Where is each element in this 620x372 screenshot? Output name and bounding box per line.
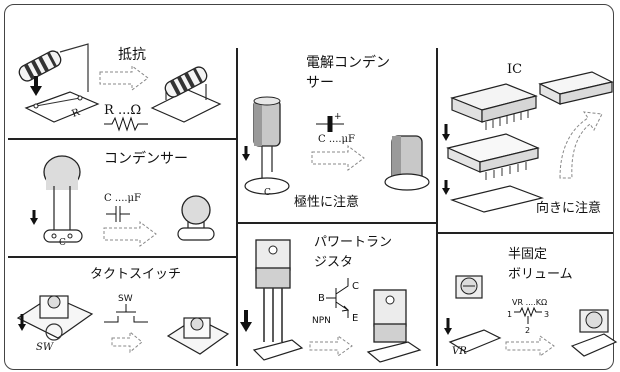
- ic-note: 向きに注意: [536, 201, 602, 216]
- electrolytic-pin-mark: C: [264, 188, 271, 198]
- transistor-type: NPN: [312, 316, 331, 326]
- ic-title: IC: [507, 62, 523, 77]
- transistor-illustration: [240, 239, 422, 363]
- electrolytic-note: 極性に注意: [294, 195, 360, 210]
- resistor-illustration: [18, 43, 222, 132]
- trimmer-title-line2: ボリューム: [508, 267, 573, 282]
- trimmer-pin3: 3: [544, 310, 550, 319]
- tact-switch-pin-mark: SW: [36, 342, 54, 353]
- trimmer-pin2: 2: [525, 326, 531, 335]
- transistor-pin-e: E: [352, 313, 359, 324]
- tact-switch-illustration: [16, 295, 230, 355]
- resistor-symbol-unit: ...Ω: [118, 103, 142, 118]
- trimmer-illustration: [444, 275, 618, 357]
- transistor-title-line2: ジスタ: [314, 255, 354, 270]
- electrolytic-title-line2: サー: [306, 75, 334, 91]
- tact-switch-symbol-text: SW: [118, 294, 133, 304]
- capacitor-illustration: [30, 155, 215, 247]
- divider-right: [436, 48, 438, 366]
- transistor-pin-c: C: [352, 281, 359, 292]
- transistor-pin-b: B: [318, 293, 325, 304]
- ic-illustration: [442, 71, 614, 213]
- electrolytic-plus-mark: +: [334, 112, 342, 122]
- divider-resistor-capacitor: [8, 138, 237, 140]
- trimmer-title-line1: 半固定: [508, 247, 548, 262]
- tact-switch-title: タクトスイッチ: [90, 267, 182, 282]
- electrolytic-title-line1: 電解コンデン: [306, 55, 390, 71]
- divider-electrolytic-transistor: [237, 222, 437, 224]
- capacitor-symbol-text: C ....μF: [104, 193, 141, 204]
- trimmer-pin-mark: VR: [452, 346, 467, 357]
- trimmer-pin1: 1: [507, 310, 513, 319]
- electrolytic-symbol-text: C ....μF: [318, 134, 355, 145]
- divider-left: [236, 48, 238, 366]
- divider-capacitor-switch: [8, 256, 237, 258]
- resistor-symbol-letter: R: [104, 103, 114, 118]
- capacitor-pin-mark: C: [59, 238, 66, 248]
- capacitor-title: コンデンサー: [104, 151, 188, 167]
- resistor-title: 抵抗: [118, 47, 146, 63]
- electrolytic-illustration: [242, 96, 430, 195]
- transistor-title-line1: パワートラン: [314, 235, 393, 250]
- divider-ic-trimmer: [437, 232, 613, 234]
- trimmer-symbol-text: VR ....KΩ: [512, 298, 548, 307]
